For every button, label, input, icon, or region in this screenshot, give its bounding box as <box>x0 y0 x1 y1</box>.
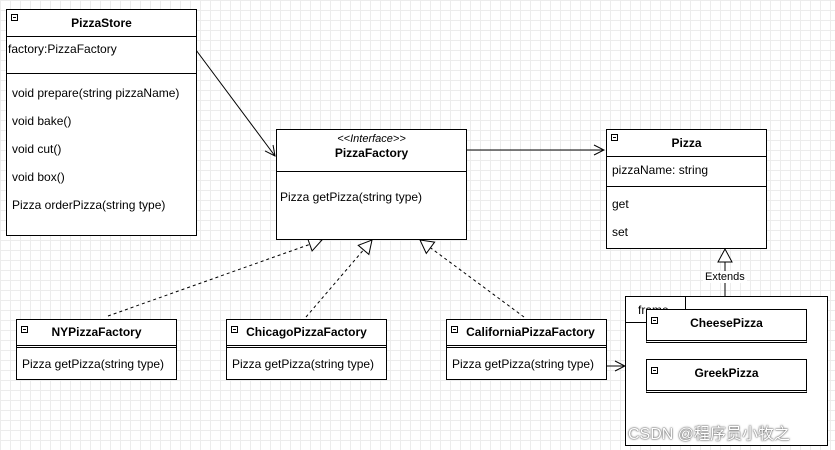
cheese-pizza-class[interactable]: CheesePizza <box>646 309 807 343</box>
methods-section: Pizza getPizza(string type) <box>17 345 176 376</box>
pizza-class[interactable]: Pizza pizzaName: string get set <box>606 129 767 249</box>
method: void box() <box>12 170 65 184</box>
collapse-toggle-icon[interactable] <box>11 14 18 21</box>
method: void cut() <box>12 142 62 156</box>
class-name: PizzaFactory <box>334 146 409 160</box>
method: get <box>612 197 629 211</box>
methods-section: get set <box>607 186 766 246</box>
method: set <box>612 225 629 239</box>
class-name: NYPizzaFactory <box>51 325 142 339</box>
pizza-store-class[interactable]: PizzaStore factory:PizzaFactory void pre… <box>6 9 197 236</box>
greek-pizza-class[interactable]: GreekPizza <box>646 359 807 393</box>
class-name: GreekPizza <box>694 366 759 380</box>
ny-pizza-factory-header: NYPizzaFactory <box>17 320 176 345</box>
attributes-section: pizzaName: string <box>607 156 766 186</box>
collapse-toggle-icon[interactable] <box>651 367 658 374</box>
methods-section: Pizza getPizza(string type) <box>277 171 466 211</box>
class-name: ChicagoPizzaFactory <box>246 325 367 339</box>
collapse-toggle-icon[interactable] <box>451 326 458 333</box>
chicago-pizza-factory-class[interactable]: ChicagoPizzaFactory Pizza getPizza(strin… <box>226 319 387 380</box>
association-store-to-factory[interactable] <box>195 49 275 156</box>
collapse-toggle-icon[interactable] <box>231 326 238 333</box>
collapse-toggle-icon[interactable] <box>651 317 658 324</box>
greek-pizza-header: GreekPizza <box>647 360 806 386</box>
methods-section: Pizza getPizza(string type) <box>447 345 606 376</box>
attribute: factory:PizzaFactory <box>8 42 117 56</box>
method: Pizza getPizza(string type) <box>22 357 165 371</box>
method: void bake() <box>12 114 72 128</box>
cheese-pizza-header: CheesePizza <box>647 310 806 336</box>
method: void prepare(string pizzaName) <box>12 86 180 100</box>
california-pizza-factory-class[interactable]: CaliforniaPizzaFactory Pizza getPizza(st… <box>446 319 607 380</box>
collapse-toggle-icon[interactable] <box>21 326 28 333</box>
class-name: Pizza <box>671 136 702 150</box>
class-name: PizzaStore <box>71 16 132 30</box>
ny-pizza-factory-class[interactable]: NYPizzaFactory Pizza getPizza(string typ… <box>16 319 177 380</box>
chicago-pizza-factory-header: ChicagoPizzaFactory <box>227 320 386 345</box>
stereotype-label: <<Interface>> <box>337 133 406 145</box>
california-pizza-factory-header: CaliforniaPizzaFactory <box>447 320 606 345</box>
pizza-factory-header: <<Interface>> PizzaFactory <box>277 133 466 171</box>
realization-chicago-to-factory[interactable] <box>305 239 373 318</box>
attribute: pizzaName: string <box>612 163 709 177</box>
method: Pizza getPizza(string type) <box>232 357 375 371</box>
pizza-factory-interface[interactable]: <<Interface>> PizzaFactory Pizza getPizz… <box>276 129 467 240</box>
method: Pizza getPizza(string type) <box>280 190 423 204</box>
attributes-section: factory:PizzaFactory <box>7 36 196 73</box>
class-name: CheesePizza <box>690 316 763 330</box>
pizza-header: Pizza <box>607 130 766 156</box>
extends-label: Extends <box>703 271 747 283</box>
methods-section: void prepare(string pizzaName) void bake… <box>7 73 196 219</box>
collapse-toggle-icon[interactable] <box>611 134 618 141</box>
watermark-text: CSDN @程序员小牧之 <box>628 426 791 443</box>
realization-california-to-factory[interactable] <box>419 239 525 318</box>
class-name: CaliforniaPizzaFactory <box>466 325 595 339</box>
methods-section: Pizza getPizza(string type) <box>227 345 386 376</box>
realization-ny-to-factory[interactable] <box>107 237 323 317</box>
method: Pizza orderPizza(string type) <box>12 198 166 212</box>
method: Pizza getPizza(string type) <box>452 357 595 371</box>
pizza-store-header: PizzaStore <box>7 10 196 36</box>
